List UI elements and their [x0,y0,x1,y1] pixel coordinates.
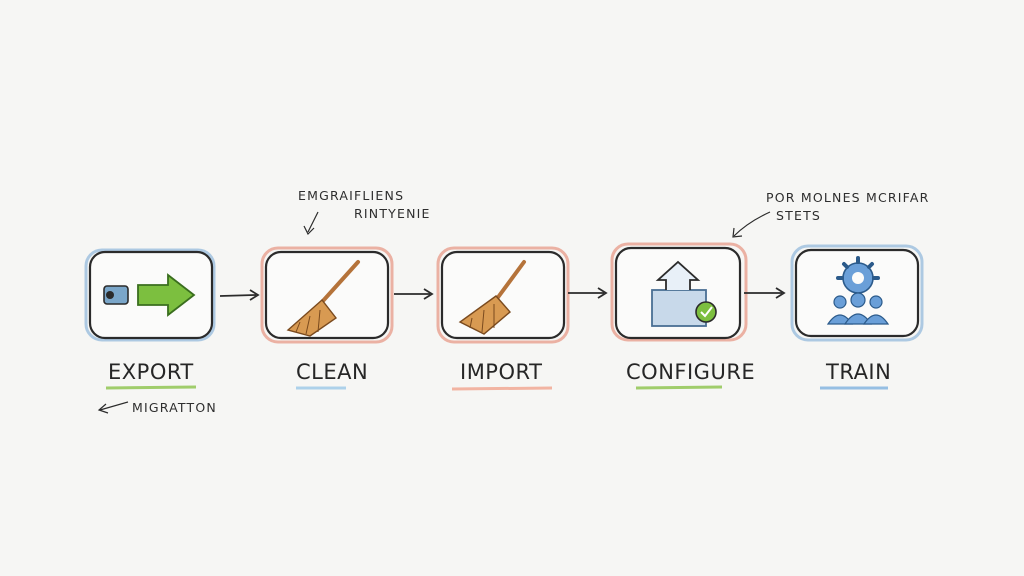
gear-team-icon [826,256,890,325]
step-configure-node [610,242,748,342]
broom-icon [458,260,526,335]
annotation-top-right-line2: STETS [776,208,822,223]
step-train-node [790,244,924,342]
step-clean-node [260,246,394,344]
annotation-arrow-top-right [733,211,771,237]
annotation-top-right-line1: POR MOLNES MCRIFAR [766,190,930,205]
upload-box-check-icon [651,260,717,327]
export-arrow-icon [103,273,196,317]
step-label-export: EXPORT [108,360,194,384]
underline-configure [635,385,723,390]
step-label-import: IMPORT [460,360,543,384]
annotation-top-left-line2: RINTYENIE [354,206,431,221]
flow-arrow [219,289,260,301]
annotation-bottom-left: MIGRATTON [132,400,217,415]
underline-export [105,385,197,390]
flow-arrow [568,287,608,299]
step-label-configure: CONFIGURE [626,360,756,384]
step-import-node [436,246,570,344]
annotation-arrow-bottom-left [99,401,129,411]
broom-icon [286,260,360,337]
step-label-clean: CLEAN [296,360,369,384]
flow-arrow [744,287,786,299]
annotation-top-left-line1: EMGRAIFLIENS [298,188,405,203]
annotation-arrow-top-left [307,211,319,233]
flow-arrow [394,288,434,300]
step-export-node [84,248,216,342]
underline-import [451,386,553,391]
step-label-train: TRAIN [826,360,892,384]
